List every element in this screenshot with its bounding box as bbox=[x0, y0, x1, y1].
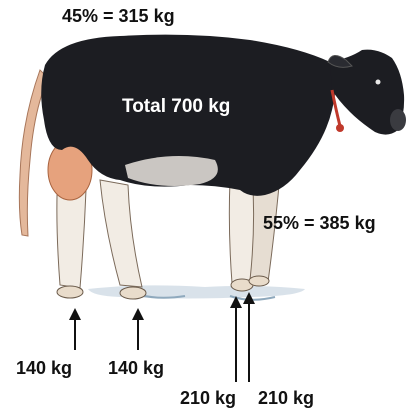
front-weight-label: 55% = 385 kg bbox=[263, 213, 376, 234]
leg-load-rear-right: 140 kg bbox=[108, 358, 164, 379]
leg-load-front-right: 210 kg bbox=[258, 388, 314, 409]
hoof-rear-left bbox=[57, 286, 83, 298]
arrowhead-rear-left bbox=[69, 308, 81, 320]
cow-ear-tag bbox=[336, 124, 344, 132]
arrowhead-rear-right bbox=[132, 308, 144, 320]
cow-eye bbox=[376, 80, 381, 85]
total-weight-label: Total 700 kg bbox=[122, 96, 230, 118]
rear-leg-right bbox=[100, 180, 142, 287]
leg-load-rear-left: 140 kg bbox=[16, 358, 72, 379]
rear-weight-label: 45% = 315 kg bbox=[62, 6, 175, 27]
hoof-rear-right bbox=[120, 287, 146, 299]
leg-load-front-left: 210 kg bbox=[180, 388, 236, 409]
cow-muzzle bbox=[390, 109, 406, 131]
hoof-front-right bbox=[249, 276, 269, 286]
